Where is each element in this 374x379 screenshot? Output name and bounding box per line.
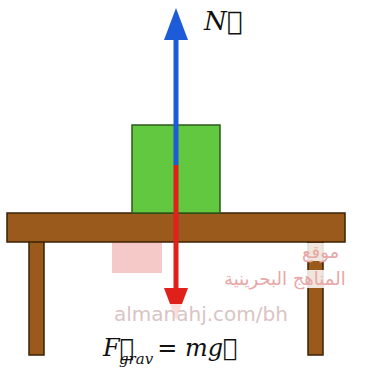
table-leg [29, 240, 44, 355]
subscript: grav [119, 352, 153, 367]
force-label: = mg⃗ [157, 336, 237, 360]
normal-force-arrow [174, 36, 179, 165]
watermark: المناهج البحرينية [222, 270, 348, 288]
force-label: N⃗ [204, 8, 242, 34]
arrow-head [164, 8, 188, 40]
watermark: موقع [300, 243, 341, 261]
watermark: almanahj.com/bh [112, 304, 290, 324]
gravity-force-arrow [174, 165, 179, 292]
